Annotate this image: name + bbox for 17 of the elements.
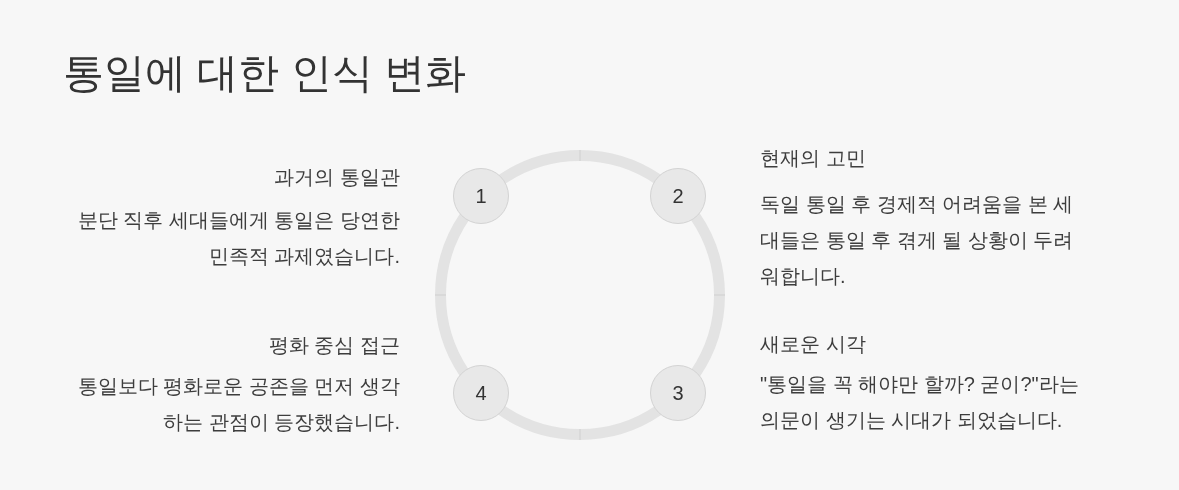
step-heading: 현재의 고민 [760,146,867,171]
step-description: 분단 직후 세대들에게 통일은 당연한 민족적 과제였습니다. [76,208,400,269]
step-heading: 새로운 시각 [760,332,867,357]
number-circle: 3 [650,365,706,421]
number-circle: 1 [453,168,509,224]
step-heading: 과거의 통일관 [273,165,400,190]
ring-segment [497,405,662,440]
ring-segment [690,212,725,377]
ring-segment [435,213,470,376]
number-circle: 4 [453,365,509,421]
ring-segment [498,150,661,185]
step-description: 독일 통일 후 경제적 어려움을 본 세대들은 통일 후 겪게 될 상황이 두려워합니다. [760,192,1075,289]
title: 통일에 대한 인식 변화 [63,49,467,98]
step-description: "통일을 꼭 해야만 할까? 굳이?"라는 의문이 생기는 시대가 되었습니다. [760,372,1080,433]
number-circle: 2 [650,168,706,224]
step-description: 통일보다 평화로운 공존을 먼저 생각하는 관점이 등장했습니다. [76,374,400,435]
step-heading: 평화 중심 접근 [267,333,400,358]
